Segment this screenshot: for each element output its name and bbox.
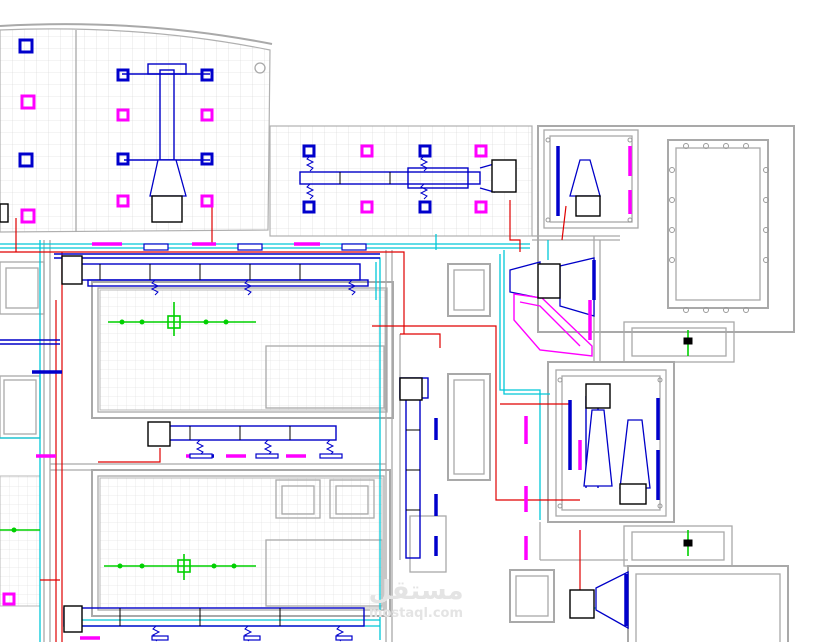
void-column-1 [447, 263, 491, 317]
supply-diffusers [18, 38, 432, 214]
air-handling-units [0, 159, 647, 633]
ceiling-zone-basin-2 [99, 477, 383, 609]
curved-north-wall [0, 23, 273, 45]
basin-1-outline [91, 281, 394, 419]
equipment-valves-green [11, 319, 237, 569]
ahu-vertical [399, 377, 423, 401]
ahu-west-lower [63, 605, 83, 633]
shaft-anchor-bolts [545, 137, 769, 509]
fan-transitions [149, 159, 651, 630]
architectural-walls [0, 23, 795, 642]
main-supply-duct-north [69, 263, 361, 281]
ceiling-zone-north [0, 28, 271, 233]
ceiling-grid-zones [0, 28, 533, 609]
mechanical-room-mid [547, 361, 675, 523]
equipment-piping-green [0, 302, 689, 580]
shaft-lower [627, 565, 789, 642]
linear-slot-diffusers [36, 146, 632, 640]
ahu-mid [537, 263, 561, 299]
duct-branch-basin-1 [167, 425, 337, 441]
ahu-north [151, 195, 183, 223]
duct-fittings [99, 172, 420, 626]
shaft-pump-symbols [683, 337, 693, 547]
ceiling-zone-west-lower [0, 475, 41, 607]
ahu-central [491, 159, 517, 193]
ahu-west [61, 255, 83, 285]
column-mark [254, 62, 266, 74]
ahu-room-1 [585, 383, 611, 409]
supply-piping [0, 200, 581, 642]
flex-connectors [150, 155, 429, 642]
mechanical-room-east [537, 125, 795, 333]
ceiling-zone-basin-1 [99, 289, 386, 411]
ahu-basin-1 [147, 421, 171, 447]
ceiling-zone-central [269, 125, 533, 237]
void-column-2 [447, 373, 491, 481]
shaft-large [667, 139, 769, 309]
ahu-south [569, 589, 595, 619]
ahu-room-2 [619, 483, 647, 505]
blue-hanger-bars [143, 243, 367, 641]
ahu-east-upper [575, 195, 601, 217]
vertical-duct-center [405, 397, 421, 559]
return-grilles [2, 94, 488, 606]
